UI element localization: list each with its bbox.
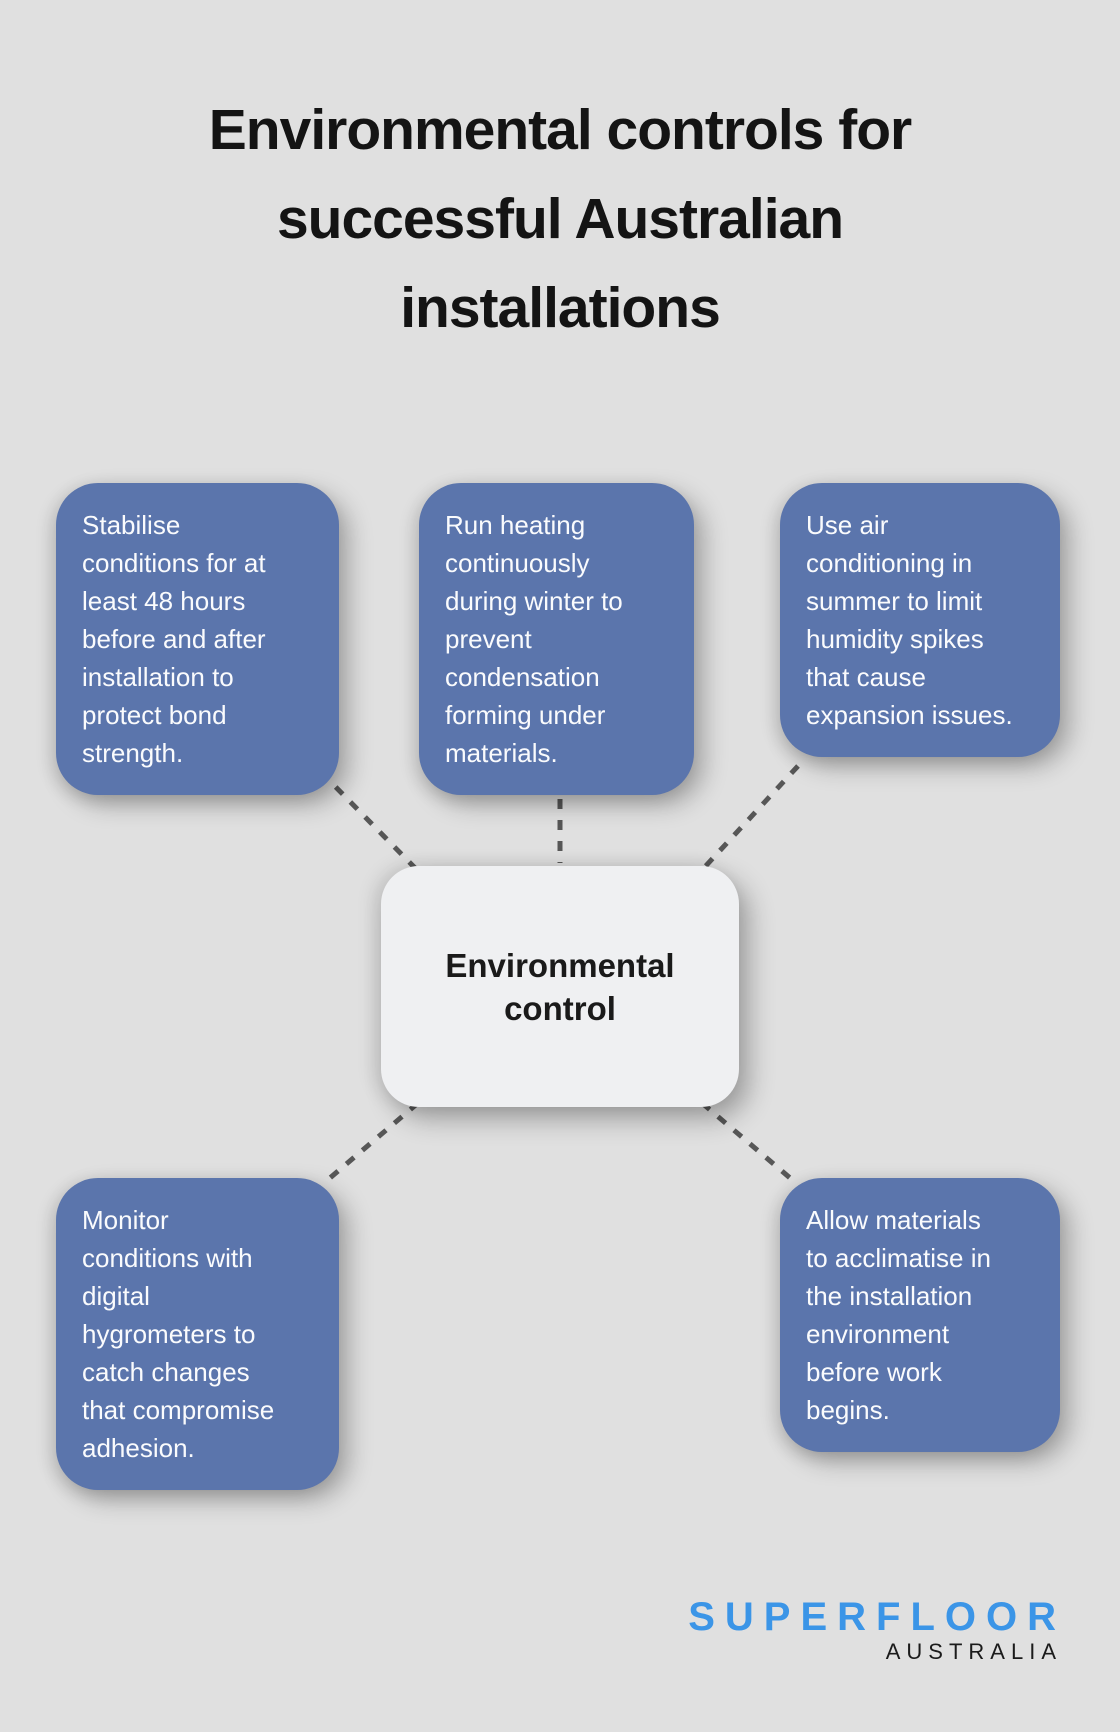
brand-logo: SUPERFLOOR AUSTRALIA [688, 1596, 1056, 1665]
connector-bottom-right [700, 1101, 798, 1185]
node-stabilise-conditions: Stabilise conditions for at least 48 hou… [56, 483, 339, 795]
connector-top-right [700, 764, 800, 872]
page-title-line-2: successful Australian [276, 187, 844, 251]
node-monitor-conditions: Monitor conditions with digital hygromet… [56, 1178, 339, 1490]
connector-bottom-left [322, 1101, 420, 1185]
node-run-heating: Run heating continuously during winter t… [419, 483, 694, 795]
page-title: Environmental controls for successful Au… [0, 86, 1120, 353]
center-node-environmental-control: Environmental control [381, 866, 739, 1107]
page-title-line-3: installations [400, 276, 721, 340]
connector-top-left [319, 770, 419, 872]
logo-brand-text: SUPERFLOOR [688, 1595, 1066, 1639]
page-title-line-1: Environmental controls for [208, 98, 912, 162]
node-air-conditioning: Use air conditioning in summer to limit … [780, 483, 1060, 757]
logo-region-text: AUSTRALIA [885, 1639, 1062, 1664]
node-acclimatise-materials: Allow materials to acclimatise in the in… [780, 1178, 1060, 1452]
